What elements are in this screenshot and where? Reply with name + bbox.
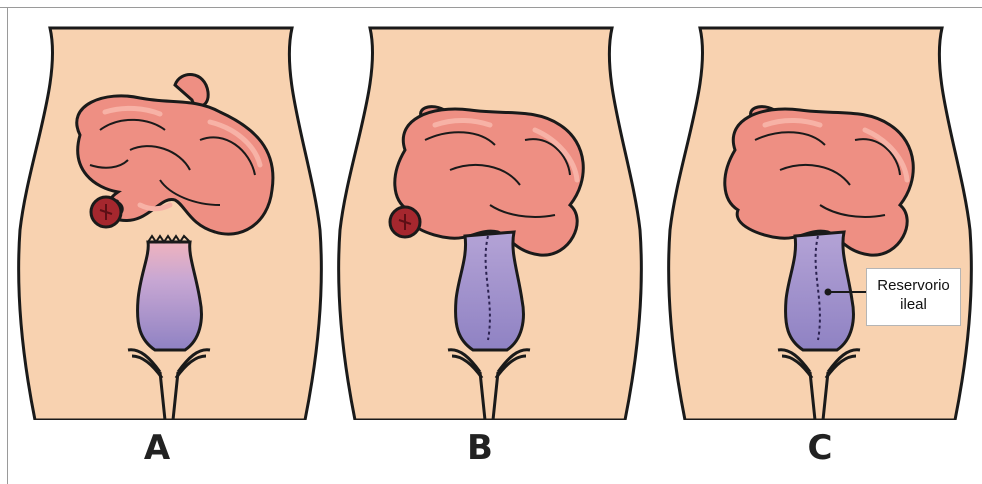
- frame-border-left: [7, 7, 8, 484]
- torso: [19, 28, 322, 420]
- panel-label-b: B: [450, 428, 510, 468]
- panel-label-a: A: [127, 428, 187, 468]
- rectum: [138, 236, 202, 350]
- panel-b-illustration: [330, 0, 650, 420]
- callout-box: Reservorio ileal: [866, 268, 961, 326]
- callout-line-2: ileal: [867, 295, 960, 314]
- stoma: [91, 197, 122, 227]
- panel-a-illustration: [10, 0, 330, 420]
- stoma: [390, 207, 420, 237]
- callout-line-1: Reservorio: [867, 276, 960, 295]
- ileal-pouch: [456, 232, 524, 350]
- panel-c-illustration: [660, 0, 980, 420]
- panel-label-c: C: [790, 428, 850, 468]
